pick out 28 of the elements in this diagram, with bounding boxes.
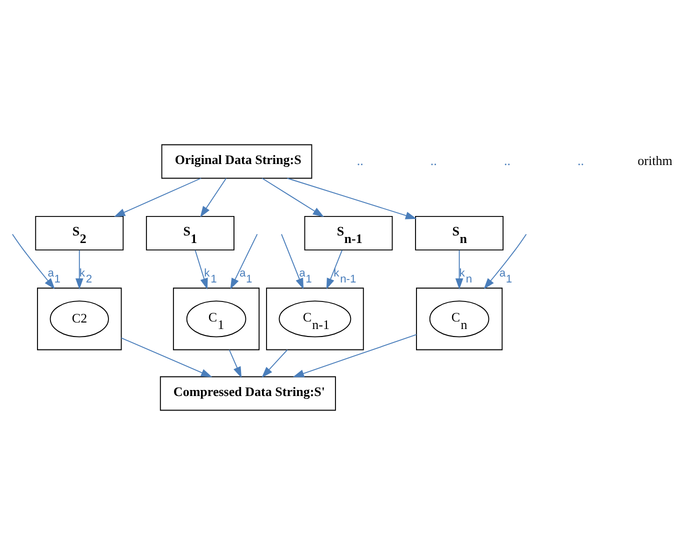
arrow xyxy=(200,177,227,217)
arrow xyxy=(484,233,527,289)
arrow xyxy=(455,249,464,290)
arrow xyxy=(281,233,304,289)
label: .. xyxy=(430,152,437,168)
arrow xyxy=(194,249,208,289)
cluster xyxy=(172,287,260,350)
label: .. xyxy=(578,152,584,168)
node-ellipse: C2 xyxy=(50,300,109,337)
cluster xyxy=(416,287,503,350)
arrow xyxy=(12,233,55,289)
arrow xyxy=(262,177,324,216)
arrow xyxy=(326,249,342,289)
node-box: Original Data String:S xyxy=(161,144,312,178)
arrow xyxy=(286,177,417,219)
arrow xyxy=(114,177,202,216)
node-box: Compressed Data String:S' xyxy=(160,376,336,410)
label: .. xyxy=(504,152,511,168)
cluster xyxy=(37,287,122,350)
arrow xyxy=(262,348,288,378)
arrow xyxy=(120,336,212,377)
arrow xyxy=(292,334,417,377)
label: .. xyxy=(356,152,364,168)
label: orithm xyxy=(638,152,672,168)
arrow xyxy=(75,249,84,290)
arrow xyxy=(228,348,242,378)
arrow xyxy=(230,233,258,289)
cluster xyxy=(266,287,364,350)
